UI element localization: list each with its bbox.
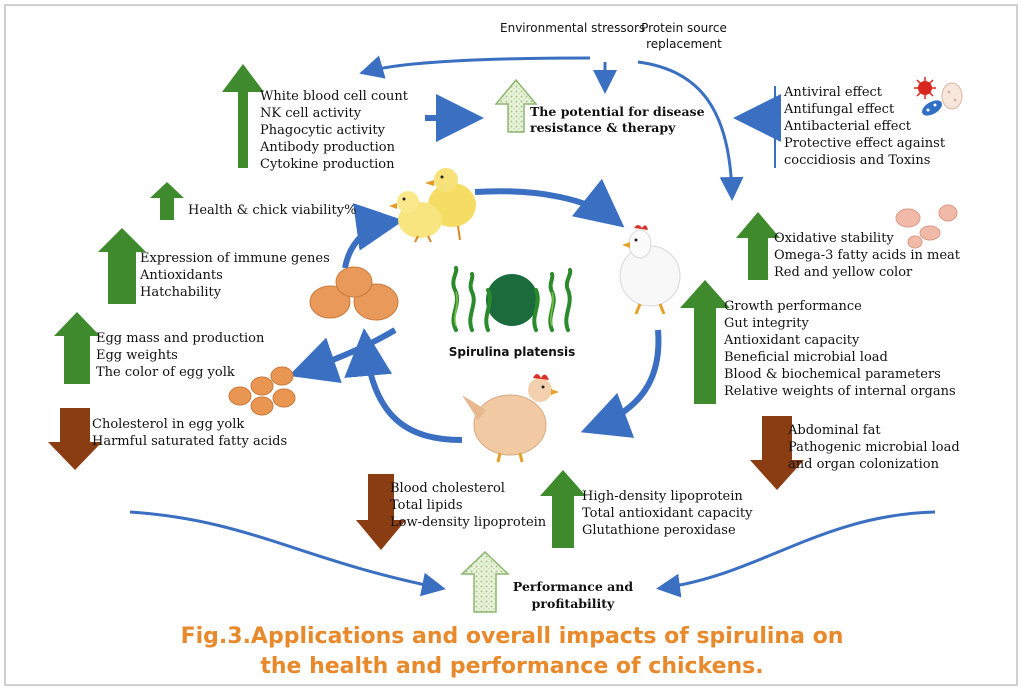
- virus-icon: [914, 77, 936, 99]
- list-item: High-density lipoprotein: [582, 489, 743, 504]
- fat-list: Abdominal fat Pathogenic microbial load …: [788, 422, 960, 473]
- disease-dotted-arrow: [494, 78, 538, 133]
- bacteria-icon: [922, 100, 942, 116]
- antimicrobial-list: Antiviral effect Antifungal effect Antib…: [774, 84, 946, 169]
- hen-icon: [462, 374, 559, 463]
- list-item: White blood cell count: [260, 89, 409, 104]
- list-item: Antibody production: [260, 140, 396, 155]
- list-item: Blood & biochemical parameters: [724, 367, 941, 382]
- up-arrow-meat: [736, 212, 780, 280]
- growth-list: Growth performance Gut integrity Antioxi…: [724, 298, 956, 400]
- list-item: Growth performance: [724, 299, 862, 314]
- up-arrow-viability: [150, 182, 184, 220]
- flow-arrow-right-bottom: [656, 510, 936, 598]
- list-item: Gut integrity: [724, 316, 809, 331]
- list-item: Beneficial microbial load: [724, 350, 888, 365]
- spirulina-label: Spirulina platensis: [448, 345, 576, 359]
- figure-caption-line1: Fig.3.Applications and overall impacts o…: [180, 624, 844, 649]
- list-item: Antioxidants: [140, 268, 223, 283]
- list-item: Glutathione peroxidase: [582, 523, 736, 538]
- list-item: Antiviral effect: [784, 85, 883, 100]
- list-item: coccidiosis and Toxins: [784, 153, 931, 168]
- blood-up-list: High-density lipoprotein Total antioxida…: [582, 488, 753, 539]
- list-item: Total lipids: [390, 498, 463, 513]
- flow-arrow-to-immune: [359, 55, 591, 79]
- performance-dotted-arrow: [460, 550, 510, 613]
- microbe-icons: [914, 77, 963, 116]
- egg-up-list: Egg mass and production Egg weights The …: [96, 330, 264, 381]
- fungus-icon: [941, 82, 963, 110]
- flow-arrows: [129, 55, 936, 598]
- flow-arrow-left-bottom: [129, 510, 446, 597]
- broiler-chicken-icon: [619, 225, 681, 315]
- eggs-center-icon: [309, 266, 399, 321]
- figure-frame: [4, 4, 1018, 686]
- flow-arrow-eggs-to-chick: [342, 203, 404, 269]
- egg-down-list: Cholesterol in egg yolk Harmful saturate…: [92, 416, 287, 450]
- list-item: Red and yellow color: [774, 265, 913, 280]
- meat-pieces-icon: [895, 204, 958, 249]
- list-item: Blood cholesterol: [390, 481, 505, 496]
- list-item: Expression of immune genes: [140, 251, 330, 266]
- up-arrow-growth: [680, 280, 730, 404]
- list-item: Low-density lipoprotein: [390, 515, 547, 530]
- list-item: Phagocytic activity: [260, 123, 385, 138]
- list-item: Cytokine production: [260, 157, 395, 172]
- chicks-icon: [389, 168, 476, 243]
- eggs-cluster-icon: [228, 366, 296, 416]
- down-arrow-egg: [48, 408, 102, 470]
- list-item: Oxidative stability: [774, 231, 894, 246]
- flow-arrow-chick-to-broiler: [474, 178, 625, 228]
- list-item: The color of egg yolk: [96, 365, 235, 380]
- flow-arrow-hen-to-eggs: [344, 328, 463, 443]
- down-arrow-blood: [356, 474, 406, 550]
- list-item: Egg weights: [96, 348, 178, 363]
- list-item: Cholesterol in egg yolk: [92, 417, 245, 432]
- list-item: Relative weights of internal organs: [724, 384, 956, 399]
- list-item: Antioxidant capacity: [724, 333, 860, 348]
- down-arrows: [48, 408, 804, 550]
- meat-list: Oxidative stability Omega-3 fatty acids …: [774, 230, 960, 281]
- list-item: Harmful saturated fatty acids: [92, 434, 288, 449]
- spirulina-icon: [451, 266, 573, 332]
- list-item: Omega-3 fatty acids in meat: [774, 248, 961, 263]
- flow-arrow-to-egg-list: [288, 327, 397, 384]
- up-arrow-blood: [540, 470, 586, 548]
- up-arrow-egg-immune: [98, 228, 146, 304]
- list-item: Antibacterial effect: [784, 119, 911, 134]
- immune-list: White blood cell count NK cell activity …: [260, 88, 408, 173]
- list-item: NK cell activity: [260, 106, 362, 121]
- dotted-arrows: [460, 78, 538, 613]
- flow-arrow-broiler-to-hen: [580, 329, 662, 438]
- environmental-stressors-label: Environmental stressors: [500, 21, 646, 35]
- up-arrow-immune: [222, 64, 264, 168]
- down-arrow-fat: [750, 416, 804, 490]
- list-item: Egg mass and production: [96, 331, 265, 346]
- list-item: Abdominal fat: [788, 423, 881, 438]
- list-item: Pathogenic microbial load: [788, 440, 960, 455]
- blood-down-list: Blood cholesterol Total lipids Low-densi…: [390, 480, 546, 531]
- flow-arrow-to-meat: [637, 60, 744, 201]
- viability-label: Health & chick viability%: [188, 203, 357, 218]
- list-item: and organ colonization: [788, 457, 939, 472]
- list-item: Hatchability: [140, 285, 222, 300]
- performance-title: Performance and profitability: [512, 579, 634, 611]
- list-item: Protective effect against: [784, 136, 946, 151]
- protein-replacement-label: Protein source replacement: [641, 21, 727, 51]
- list-item: Total antioxidant capacity: [582, 506, 753, 521]
- disease-resistance-title: The potential for disease resistance & t…: [530, 104, 705, 135]
- figure-caption-line2: the health and performance of chickens.: [260, 654, 764, 679]
- up-arrows: [54, 64, 780, 548]
- list-item: Antifungal effect: [784, 102, 895, 117]
- up-arrow-egg: [54, 312, 100, 384]
- egg-immune-list: Expression of immune genes Antioxidants …: [140, 250, 330, 301]
